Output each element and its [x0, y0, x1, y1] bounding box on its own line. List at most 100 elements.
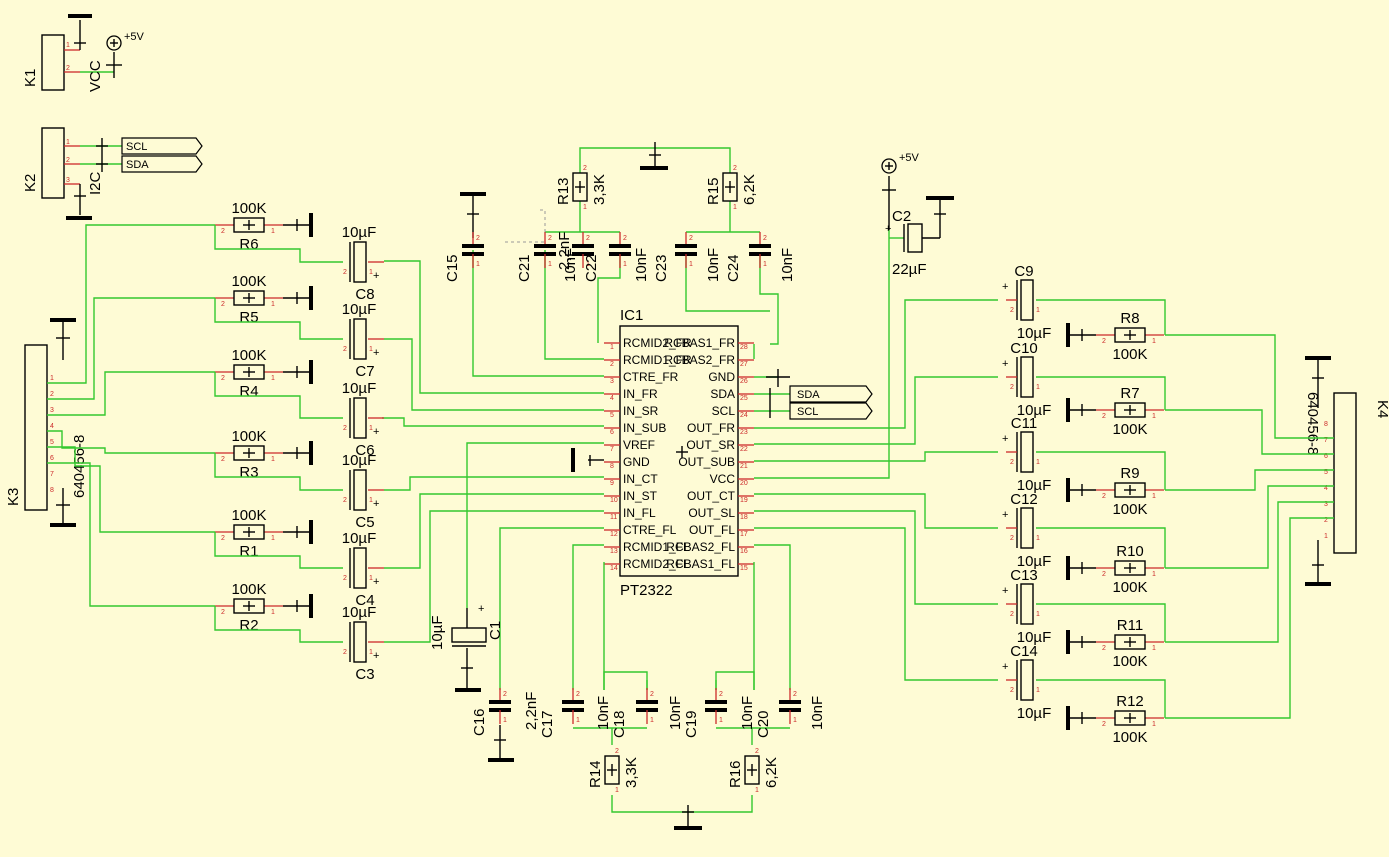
ic-pin-label: IN_CT	[623, 472, 658, 486]
resistor-name: R12	[1116, 693, 1144, 710]
capacitor-value: 10µF	[342, 224, 377, 241]
capacitor-unnamed: 21	[489, 688, 511, 724]
svg-text:7: 7	[50, 471, 54, 478]
svg-text:2: 2	[221, 535, 225, 542]
svg-text:1: 1	[1036, 384, 1040, 391]
svg-text:5: 5	[50, 439, 54, 446]
svg-text:4: 4	[50, 423, 54, 430]
resistor-name: R9	[1120, 465, 1139, 482]
capacitor-value: 10µF	[1017, 553, 1052, 570]
svg-text:2: 2	[719, 691, 723, 698]
capacitor-unnamed: 21	[705, 688, 727, 724]
ic-pin-label: VCC	[710, 472, 736, 486]
capacitor-name: C14	[1010, 643, 1038, 660]
k1-name: K1	[22, 69, 39, 87]
capacitor-c18-name: C18	[611, 710, 628, 738]
ic-pin-label: SCL	[712, 404, 736, 418]
svg-text:+: +	[1002, 358, 1008, 370]
svg-text:2: 2	[623, 235, 627, 242]
svg-text:11: 11	[610, 514, 617, 521]
k4-name: K4	[1374, 400, 1389, 418]
resistor-name: R14	[587, 760, 604, 788]
svg-text:4: 4	[610, 395, 614, 402]
capacitor-value: 10µF	[1017, 705, 1052, 722]
net-scl-ic: SCL	[797, 406, 818, 418]
svg-text:2: 2	[1010, 459, 1014, 466]
svg-text:3: 3	[1324, 501, 1328, 508]
capacitor-value: 10µF	[1017, 477, 1052, 494]
svg-text:8: 8	[1324, 421, 1328, 428]
svg-text:2: 2	[1010, 687, 1014, 694]
svg-text:1: 1	[650, 717, 654, 724]
svg-text:12: 12	[610, 531, 618, 538]
svg-text:6: 6	[1324, 453, 1328, 460]
resistor-value: 3,3K	[623, 757, 640, 788]
svg-text:27: 27	[740, 361, 748, 368]
ic1-name: IC1	[620, 307, 643, 324]
svg-text:10: 10	[610, 497, 618, 504]
capacitor-unnamed: 21	[562, 688, 584, 724]
svg-text:+: +	[885, 223, 891, 235]
resistor-name: R6	[239, 236, 258, 253]
capacitor-name: C4	[355, 592, 374, 609]
svg-text:8: 8	[610, 463, 614, 470]
svg-text:2: 2	[66, 65, 70, 72]
svg-text:+: +	[373, 347, 379, 359]
resistor-value: 100K	[231, 428, 266, 445]
capacitor-c2: +5V + C2 22µF	[881, 152, 954, 278]
svg-text:1: 1	[755, 787, 759, 794]
resistor-value: 100K	[231, 200, 266, 217]
k3-name: K3	[5, 488, 22, 506]
resistor-name: R5	[239, 309, 258, 326]
capacitor-c20-name: C20	[755, 710, 772, 738]
capacitor-value: 10µF	[1017, 629, 1052, 646]
svg-text:1: 1	[610, 344, 614, 351]
capacitor-name: C5	[355, 514, 374, 531]
capacitor-unnamed: 21	[636, 688, 658, 724]
svg-text:9: 9	[610, 480, 614, 487]
svg-text:1: 1	[271, 609, 275, 616]
svg-text:2: 2	[650, 691, 654, 698]
svg-text:2: 2	[763, 235, 767, 242]
c1-name: C1	[487, 621, 504, 640]
ic-pin-label: RCMID2_FR	[623, 336, 692, 350]
svg-text:1: 1	[615, 787, 619, 794]
svg-text:1: 1	[763, 261, 767, 268]
svg-text:1: 1	[503, 717, 507, 724]
capacitor-name: C7	[355, 363, 374, 380]
capacitor-unnamed: 21	[462, 232, 484, 268]
ic-pin-label: OUT_SUB	[678, 455, 735, 469]
svg-text:2: 2	[576, 691, 580, 698]
connector-k1: 12 +5V K1 VCC	[22, 14, 145, 92]
svg-text:23: 23	[740, 429, 748, 436]
capacitor-c16-name: C16	[471, 708, 488, 736]
svg-text:2: 2	[343, 575, 347, 582]
svg-text:+: +	[373, 498, 379, 510]
capacitor-unnamed-bottom-value: 10nF	[809, 696, 826, 730]
resistor-value: 100K	[1112, 579, 1147, 596]
svg-text:16: 16	[740, 548, 748, 555]
